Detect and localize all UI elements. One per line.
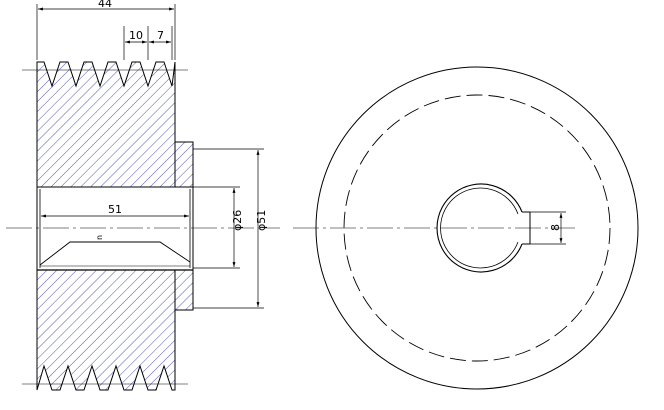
dimensions: 44 10 7 51 φ26 φ51 xyxy=(36,0,268,309)
section-view: n xyxy=(6,61,280,391)
dim-overall-width: 44 xyxy=(98,0,112,10)
pitch-circle xyxy=(343,94,611,362)
dim-bore-diameter: φ26 xyxy=(231,210,244,231)
dim-groove-pitch: 10 xyxy=(129,29,143,42)
dim-keyway-width: 8 xyxy=(549,224,562,231)
dim-bore-length: 51 xyxy=(108,203,122,216)
outer-circle xyxy=(315,66,639,390)
section-hatch-lower xyxy=(36,269,194,391)
front-view: 8 xyxy=(293,66,639,390)
dim-hub-diameter: φ51 xyxy=(255,210,268,231)
section-hatch-upper xyxy=(36,61,194,188)
dim-groove-end: 7 xyxy=(157,29,164,42)
bore-with-keyway xyxy=(436,183,523,273)
bore xyxy=(36,186,194,271)
slope-mark: n xyxy=(95,235,104,240)
keyway-slope xyxy=(39,241,191,266)
